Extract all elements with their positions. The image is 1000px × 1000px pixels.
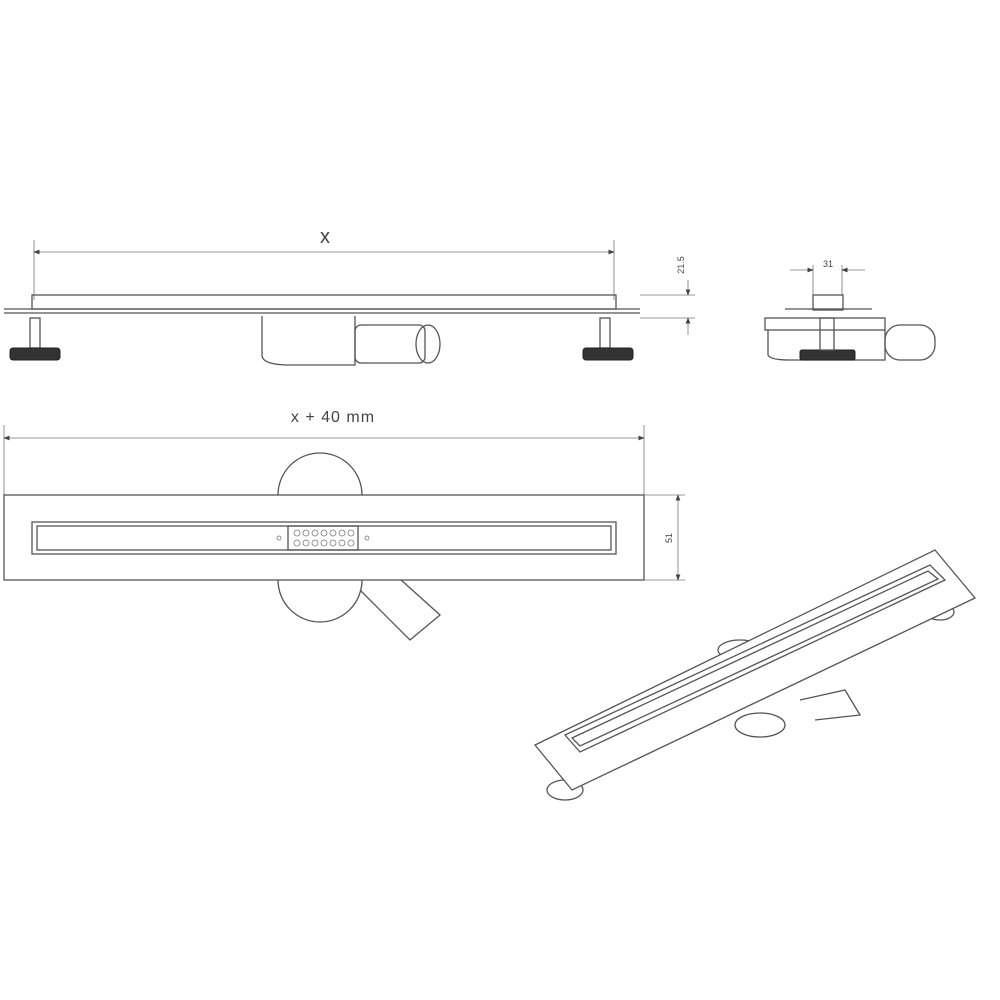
plan-view: x + 40 mm 51: [3, 409, 685, 641]
width-label: 51: [664, 533, 674, 543]
length-label: x: [320, 226, 330, 248]
height-label: 21.5: [676, 256, 686, 274]
overall-length-label: x + 40 mm: [291, 409, 375, 426]
side-view: x 21.5: [4, 226, 695, 366]
outlet-width-label: 31: [823, 259, 833, 269]
isometric-view: [533, 549, 977, 801]
end-view: 31: [764, 259, 936, 361]
